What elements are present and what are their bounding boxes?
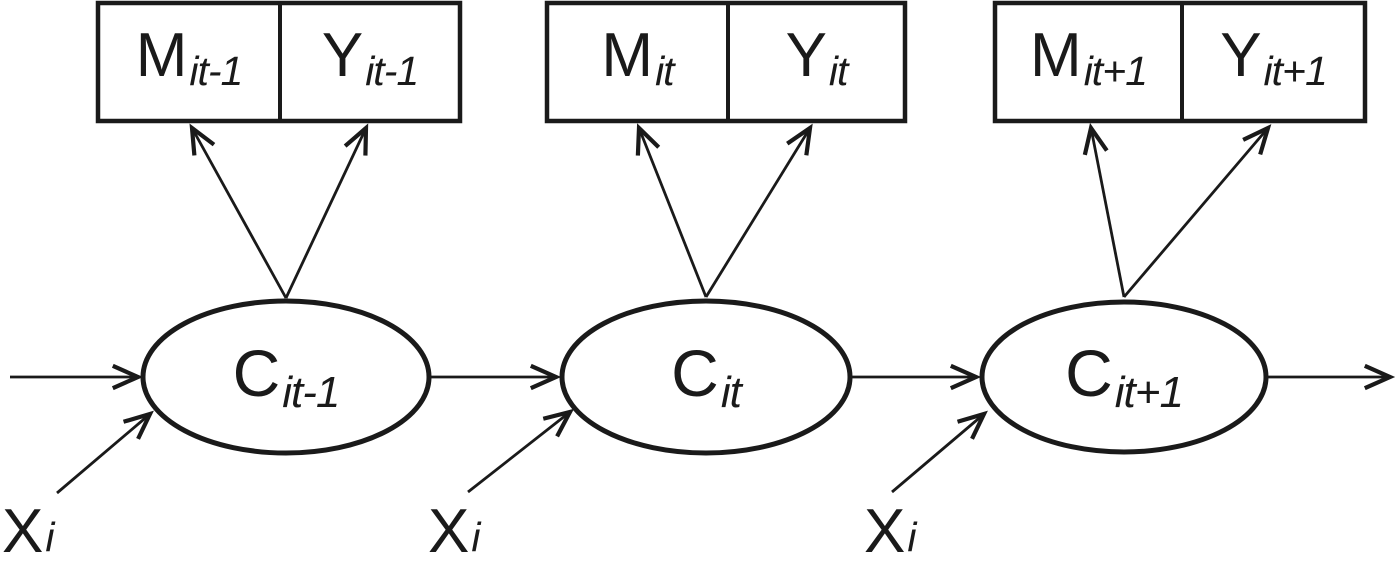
cell-label-base: M xyxy=(1030,21,1082,91)
loading-arrow-c-to-m-t-minus-1 xyxy=(189,123,288,299)
covariate-label-base: X xyxy=(864,497,906,566)
loading-arrow-c-to-m-t-plus-1 xyxy=(1082,122,1126,298)
state-label-sub: it+1 xyxy=(1114,367,1184,417)
cell-label-sub: it-1 xyxy=(189,48,243,95)
cell-label-base: M xyxy=(601,21,654,91)
state-label-sub: it xyxy=(720,367,742,417)
state-label-base: C xyxy=(232,336,281,411)
loading-arrow-c-to-m-t xyxy=(635,123,708,298)
cell-label-sub: it+1 xyxy=(1083,48,1148,95)
latent-state-ellipse-t-plus-1 xyxy=(979,299,1269,455)
loading-arrow-c-to-y-t-minus-1 xyxy=(284,123,369,299)
covariate-label-sub: i xyxy=(45,514,54,560)
covariate-arrow-x-to-c-t-plus-1 xyxy=(891,410,988,494)
covariate-label-sub: i xyxy=(471,514,480,560)
state-label-sub: it-1 xyxy=(282,367,340,417)
cell-label-sub: it xyxy=(655,48,674,95)
state-label-base: C xyxy=(671,336,719,411)
cell-label-sub: it-1 xyxy=(365,48,419,95)
loading-arrow-c-to-y-t xyxy=(704,123,813,298)
latent-state-ellipse-t xyxy=(559,298,853,456)
covariate-arrow-x-to-c-t-minus-1 xyxy=(56,410,154,495)
cell-label-base: Y xyxy=(321,21,364,91)
state-label-base: C xyxy=(1065,336,1113,411)
cell-label-sub: it xyxy=(828,48,848,95)
cell-label-base: Y xyxy=(1220,21,1262,91)
cell-label-sub: it+1 xyxy=(1263,48,1328,95)
loading-arrow-c-to-y-t-plus-1 xyxy=(1122,124,1272,298)
cell-label-base: Y xyxy=(785,21,827,91)
covariate-arrow-x-to-c-t xyxy=(467,408,575,494)
covariate-label-sub: i xyxy=(907,514,916,560)
covariate-label-base: X xyxy=(428,497,470,566)
cell-label-base: M xyxy=(135,21,188,91)
covariate-label-base: X xyxy=(2,497,44,566)
